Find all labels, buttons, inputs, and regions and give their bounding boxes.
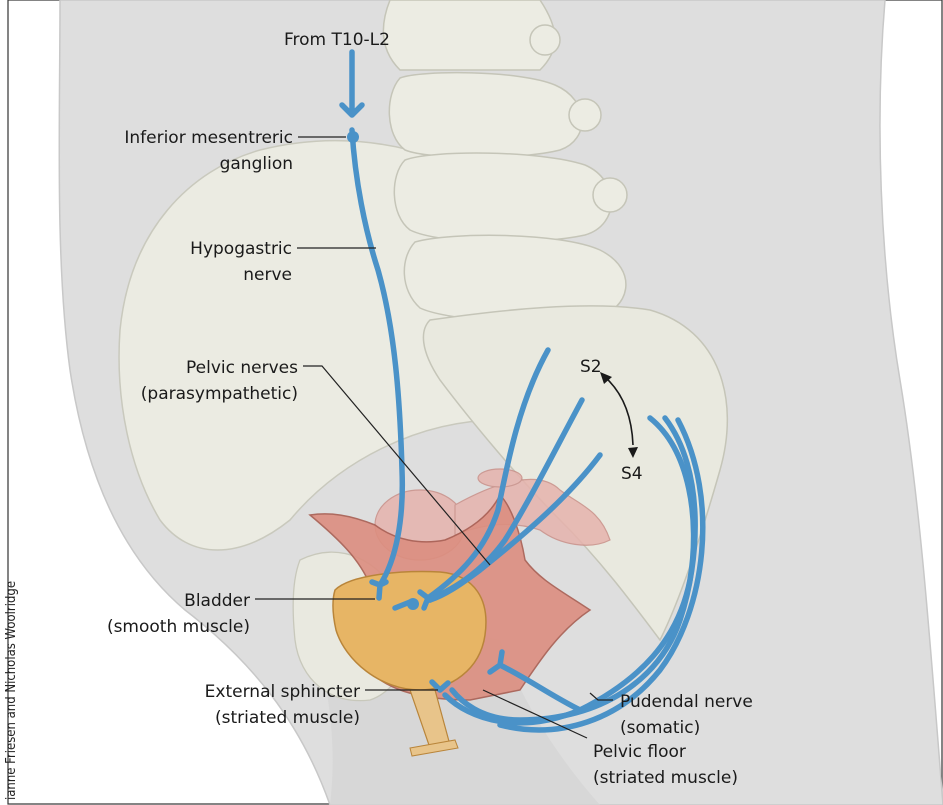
label-pud-line2: (somatic) (620, 718, 700, 738)
label-pelvic-line2: (parasympathetic) (141, 384, 298, 404)
label-pud-line1: Pudendal nerve (620, 692, 753, 712)
illustration-credit: ianne Friesen and Nicholas Woolridge (4, 581, 19, 800)
label-from-t10-l2: From T10-L2 (284, 30, 390, 50)
label-bladder-line1: Bladder (184, 591, 250, 611)
label-hypo-line2: nerve (243, 265, 292, 285)
label-img-line2: ganglion (220, 154, 293, 174)
label-s4: S4 (621, 464, 643, 484)
label-img-line1: Inferior mesentreric (124, 128, 293, 148)
inferior-mesenteric-ganglion-dot (347, 131, 359, 143)
label-ext-line2: (striated muscle) (215, 708, 360, 728)
label-floor-line1: Pelvic floor (593, 742, 686, 762)
label-bladder-line2: (smooth muscle) (107, 617, 250, 637)
label-s2: S2 (580, 357, 602, 377)
label-hypo-line1: Hypogastric (190, 239, 292, 259)
label-floor-line2: (striated muscle) (593, 768, 738, 788)
label-pelvic-line1: Pelvic nerves (186, 358, 298, 378)
bladder-ganglion-dot (407, 598, 419, 610)
label-ext-line1: External sphincter (205, 682, 360, 702)
